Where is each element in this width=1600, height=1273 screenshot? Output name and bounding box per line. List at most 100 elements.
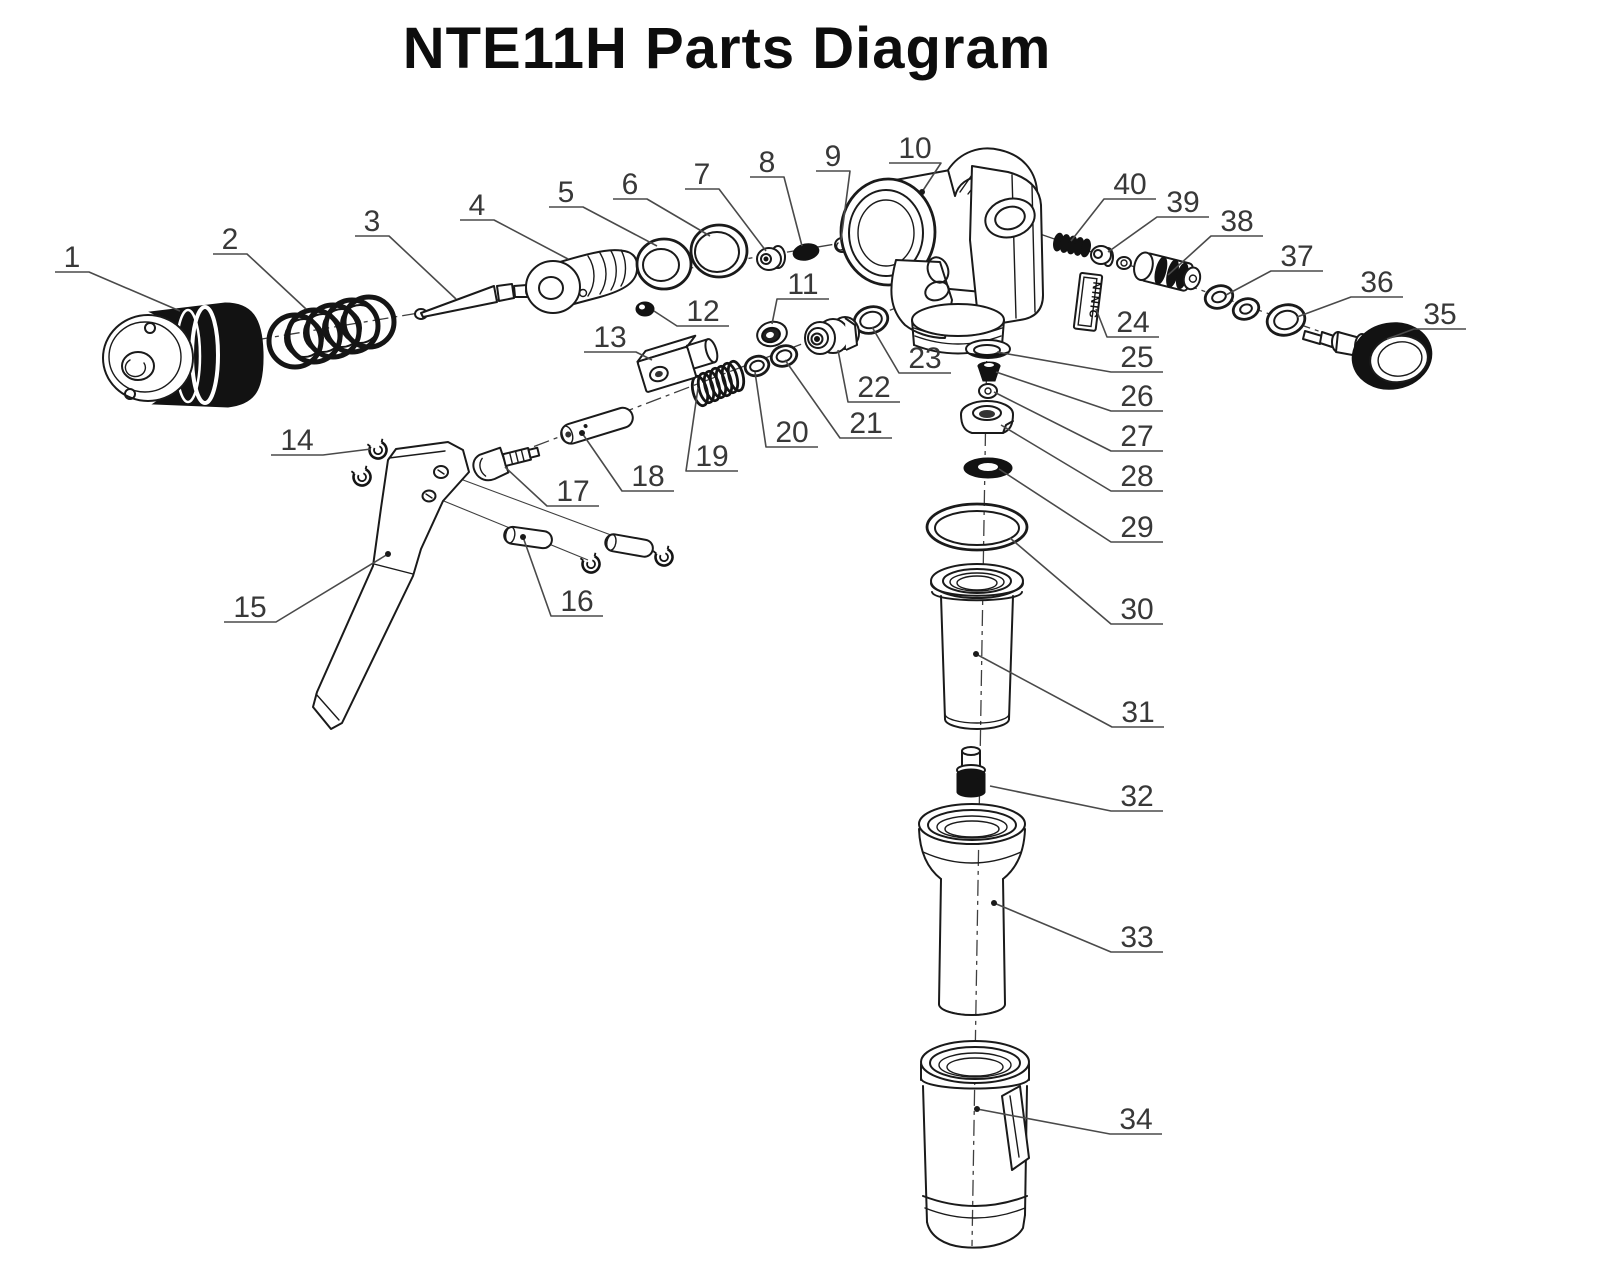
leader-line-18	[581, 432, 674, 492]
leader-line-31	[975, 653, 1164, 728]
leader-line-26	[995, 371, 1163, 412]
part-22-packing-gland	[804, 316, 860, 355]
leader-dot-33	[991, 900, 997, 906]
part-11-packing-nut	[756, 320, 788, 348]
part-16-pins	[503, 525, 674, 574]
part-label-40: 40	[1113, 168, 1146, 201]
part-1-air-cap	[102, 302, 264, 408]
leader-line-9	[816, 170, 851, 241]
part-14-e-clips	[350, 438, 388, 487]
part-label-38: 38	[1220, 205, 1253, 238]
leader-line-32	[989, 785, 1163, 812]
part-28-gland-nut	[960, 400, 1014, 434]
leader-dot-34	[974, 1106, 980, 1112]
leader-dot-18	[579, 430, 585, 436]
part-label-22: 22	[857, 371, 890, 404]
part-39-valve-nut	[1090, 245, 1132, 270]
part-label-20: 20	[775, 416, 808, 449]
part-12-set-nut	[635, 301, 655, 317]
part-label-16: 16	[560, 585, 593, 618]
part-31-baffle-tube	[930, 563, 1024, 730]
part-19-spring	[690, 359, 746, 408]
part-label-34: 34	[1119, 1103, 1152, 1136]
part-label-30: 30	[1120, 593, 1153, 626]
leader-line-27	[993, 391, 1163, 452]
part-18-pin	[560, 406, 634, 445]
part-26-seal-cone	[977, 361, 1001, 382]
leader-line-8	[750, 176, 803, 247]
part-label-4: 4	[469, 189, 486, 222]
leader-line-21	[784, 359, 892, 439]
leader-line-25	[996, 351, 1163, 373]
diagram-title: NTE11H Parts Diagram	[403, 16, 1052, 81]
part-13-stud-block	[636, 334, 719, 393]
leader-line-22	[837, 349, 900, 403]
leader-line-39	[1107, 216, 1209, 253]
part-label-33: 33	[1120, 921, 1153, 954]
leader-line-15	[224, 553, 389, 623]
part-label-32: 32	[1120, 780, 1153, 813]
leader-line-10	[889, 162, 942, 193]
leader-line-35	[1386, 328, 1466, 340]
part-27-washer	[978, 383, 998, 399]
leader-line-28	[1000, 424, 1163, 492]
leader-line-13	[584, 351, 653, 361]
leader-line-6	[613, 198, 711, 237]
leader-line-38	[1167, 235, 1263, 276]
leader-line-14	[271, 448, 372, 456]
leader-line-4	[460, 219, 569, 260]
part-33-cup-insert	[918, 803, 1026, 1016]
leader-line-36	[1296, 296, 1403, 318]
part-label-14: 14	[280, 424, 313, 457]
leader-dot-31	[973, 651, 979, 657]
part-37-washers	[1203, 284, 1261, 321]
part-drawings: NINIC	[102, 147, 1433, 1249]
part-label-17: 17	[556, 475, 589, 508]
part-label-39: 39	[1166, 186, 1199, 219]
part-label-28: 28	[1120, 460, 1153, 493]
leader-line-7	[685, 188, 767, 252]
part-30-cup-gasket	[925, 502, 1029, 552]
leader-dot-16	[520, 534, 526, 540]
part-label-36: 36	[1360, 266, 1393, 299]
leader-line-1	[55, 271, 181, 312]
part-label-37: 37	[1280, 240, 1313, 273]
leader-line-5	[549, 206, 658, 247]
part-label-11: 11	[787, 268, 818, 301]
leader-line-16	[522, 536, 603, 617]
part-35-adjust-knob	[1302, 322, 1433, 390]
part-label-2: 2	[222, 223, 239, 256]
leader-line-23	[871, 326, 951, 374]
part-2-spring	[266, 294, 397, 370]
part-24-name-plate: NINIC	[1072, 271, 1104, 332]
leader-dot-15	[385, 551, 391, 557]
leader-line-3	[355, 235, 457, 300]
leader-line-11	[771, 298, 829, 325]
part-8-seal	[792, 243, 820, 261]
part-label-24: 24	[1116, 306, 1149, 339]
part-label-3: 3	[364, 205, 381, 238]
leader-line-24	[1095, 308, 1159, 338]
part-label-21: 21	[849, 407, 882, 440]
part-34-cup-body	[920, 1040, 1030, 1249]
leader-line-33	[993, 902, 1163, 953]
leader-line-30	[1009, 537, 1163, 625]
part-17-screw	[472, 446, 541, 482]
part-label-35: 35	[1423, 298, 1456, 331]
part-label-6: 6	[622, 168, 639, 201]
part-4-fluid-nozzle	[525, 249, 639, 314]
part-38-air-valve	[1133, 251, 1202, 292]
part-label-1: 1	[64, 241, 81, 274]
part-label-9: 9	[825, 140, 842, 173]
part-label-12: 12	[686, 295, 719, 328]
part-label-5: 5	[558, 176, 575, 209]
part-6-ring	[689, 223, 749, 279]
leader-line-29	[998, 468, 1163, 543]
leader-line-34	[976, 1108, 1162, 1135]
part-32-check-valve	[956, 746, 986, 798]
part-5-ring	[635, 237, 693, 291]
part-label-19: 19	[695, 440, 728, 473]
leader-dot-10	[919, 189, 925, 195]
